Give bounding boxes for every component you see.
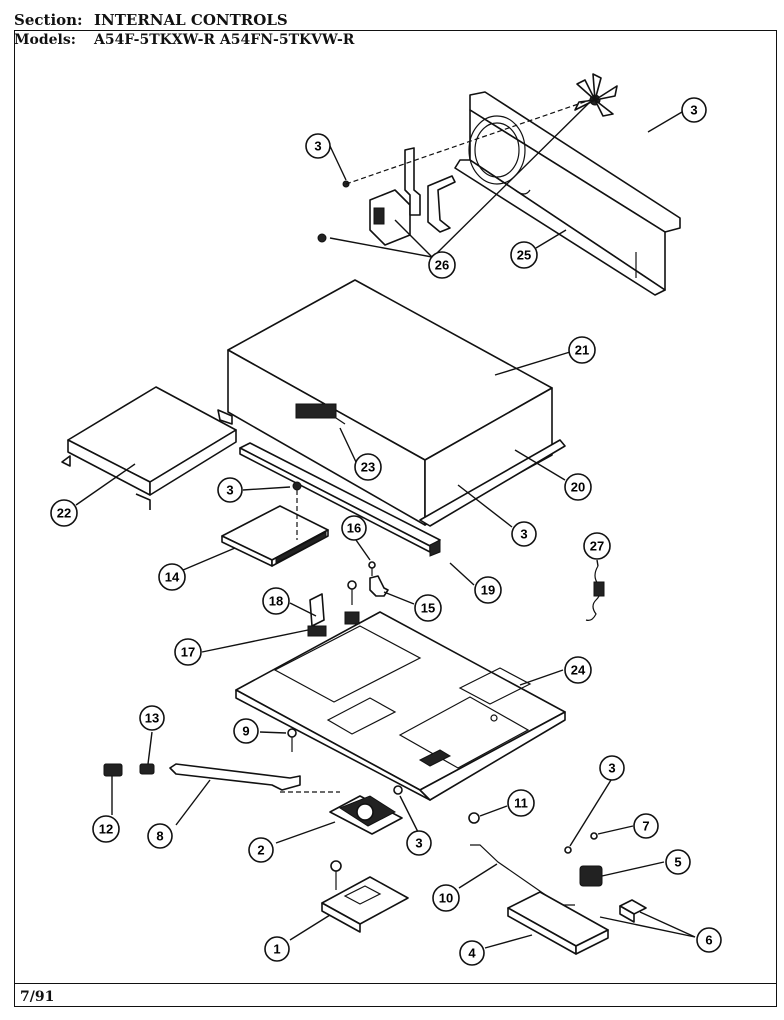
svg-text:5: 5 <box>674 855 681 870</box>
part-19-rail <box>239 442 441 557</box>
part-17-18-relay-and-bracket <box>307 593 327 637</box>
part-14-control-board <box>221 481 329 567</box>
callout-27: 27 <box>583 532 611 560</box>
callout-16: 16 <box>341 515 367 541</box>
svg-text:20: 20 <box>571 480 585 495</box>
svg-text:6: 6 <box>705 933 712 948</box>
callout-26: 26 <box>428 251 456 279</box>
callout-12: 12 <box>92 815 120 843</box>
part-25-fan-bracket <box>454 91 681 296</box>
callout-21: 21 <box>568 336 596 364</box>
models-value: A54F-5TKXW-R A54FN-5TKVW-R <box>94 32 355 48</box>
svg-text:4: 4 <box>468 946 476 961</box>
callout-4: 4 <box>459 940 485 966</box>
part-10-11-sensor-lead <box>468 812 575 906</box>
callout-14: 14 <box>158 563 186 591</box>
svg-text:3: 3 <box>226 483 233 498</box>
callout-9: 9 <box>233 718 259 744</box>
callout-3-lower-right: 3 <box>599 755 625 781</box>
callout-6: 6 <box>696 927 722 953</box>
callout-5: 5 <box>665 849 691 875</box>
callout-20: 20 <box>564 473 592 501</box>
part-8-9-lever-and-screw <box>169 728 340 793</box>
svg-text:16: 16 <box>347 521 361 536</box>
callout-25: 25 <box>510 241 538 269</box>
svg-text:25: 25 <box>517 248 531 263</box>
svg-text:10: 10 <box>439 891 453 906</box>
callout-11: 11 <box>507 789 535 817</box>
svg-text:3: 3 <box>314 139 321 154</box>
callout-1: 1 <box>264 936 290 962</box>
svg-text:23: 23 <box>361 460 375 475</box>
part-24-base-plate <box>235 611 566 801</box>
callout-3-top-left: 3 <box>305 133 331 159</box>
callout-23: 23 <box>354 453 382 481</box>
svg-text:2: 2 <box>257 843 264 858</box>
part-27-power-cord <box>585 565 605 621</box>
part-21-cabinet-cover <box>217 279 566 527</box>
svg-text:7: 7 <box>642 819 649 834</box>
svg-text:1: 1 <box>273 942 280 957</box>
revision-date: 7/91 <box>20 989 55 1005</box>
part-15-16-switch-and-screw <box>347 561 389 605</box>
callout-22: 22 <box>50 499 78 527</box>
callout-15: 15 <box>414 594 442 622</box>
svg-text:8: 8 <box>156 829 163 844</box>
callout-3-mid-left: 3 <box>217 477 243 503</box>
svg-text:22: 22 <box>57 506 71 521</box>
part-4-5-6-7-switch-bracket <box>507 832 647 955</box>
svg-text:3: 3 <box>415 836 422 851</box>
svg-text:19: 19 <box>481 583 495 598</box>
leader-lines <box>75 101 696 949</box>
section-label: Section: <box>14 11 83 29</box>
callout-8: 8 <box>147 823 173 849</box>
svg-text:15: 15 <box>421 601 435 616</box>
callout-18: 18 <box>262 587 290 615</box>
svg-text:14: 14 <box>165 570 180 585</box>
svg-text:9: 9 <box>242 724 249 739</box>
models-heading: Models: A54F-5TKXW-R A54FN-5TKVW-R <box>14 32 354 48</box>
svg-text:3: 3 <box>690 103 697 118</box>
svg-text:11: 11 <box>514 796 528 811</box>
diagram-frame <box>14 30 777 1007</box>
svg-text:12: 12 <box>99 822 113 837</box>
callout-19: 19 <box>474 576 502 604</box>
section-heading: Section: INTERNAL CONTROLS <box>14 12 288 28</box>
svg-text:17: 17 <box>181 645 195 660</box>
part-26-fan-motor-assembly <box>317 73 618 246</box>
part-1-bracket <box>321 860 409 933</box>
svg-text:26: 26 <box>435 258 449 273</box>
svg-text:3: 3 <box>608 761 615 776</box>
callout-3-top-right: 3 <box>681 97 707 123</box>
section-value: INTERNAL CONTROLS <box>94 11 288 29</box>
models-label: Models: <box>14 32 76 48</box>
callout-3-lower-center: 3 <box>406 830 432 856</box>
footer-divider <box>14 983 777 984</box>
svg-text:21: 21 <box>575 343 589 358</box>
callout-7: 7 <box>633 813 659 839</box>
part-22-side-shield <box>61 386 237 510</box>
svg-text:27: 27 <box>590 539 604 554</box>
svg-text:18: 18 <box>269 594 283 609</box>
callout-2: 2 <box>248 837 274 863</box>
svg-text:24: 24 <box>571 663 586 678</box>
callout-13: 13 <box>139 705 165 731</box>
callout-24: 24 <box>564 656 592 684</box>
svg-text:13: 13 <box>145 711 159 726</box>
part-12-13-springs <box>103 763 155 777</box>
part-2-timer-motor <box>329 785 403 835</box>
callout-10: 10 <box>432 884 460 912</box>
callout-17: 17 <box>174 638 202 666</box>
callout-3-mid-right: 3 <box>511 521 537 547</box>
svg-text:3: 3 <box>520 527 527 542</box>
